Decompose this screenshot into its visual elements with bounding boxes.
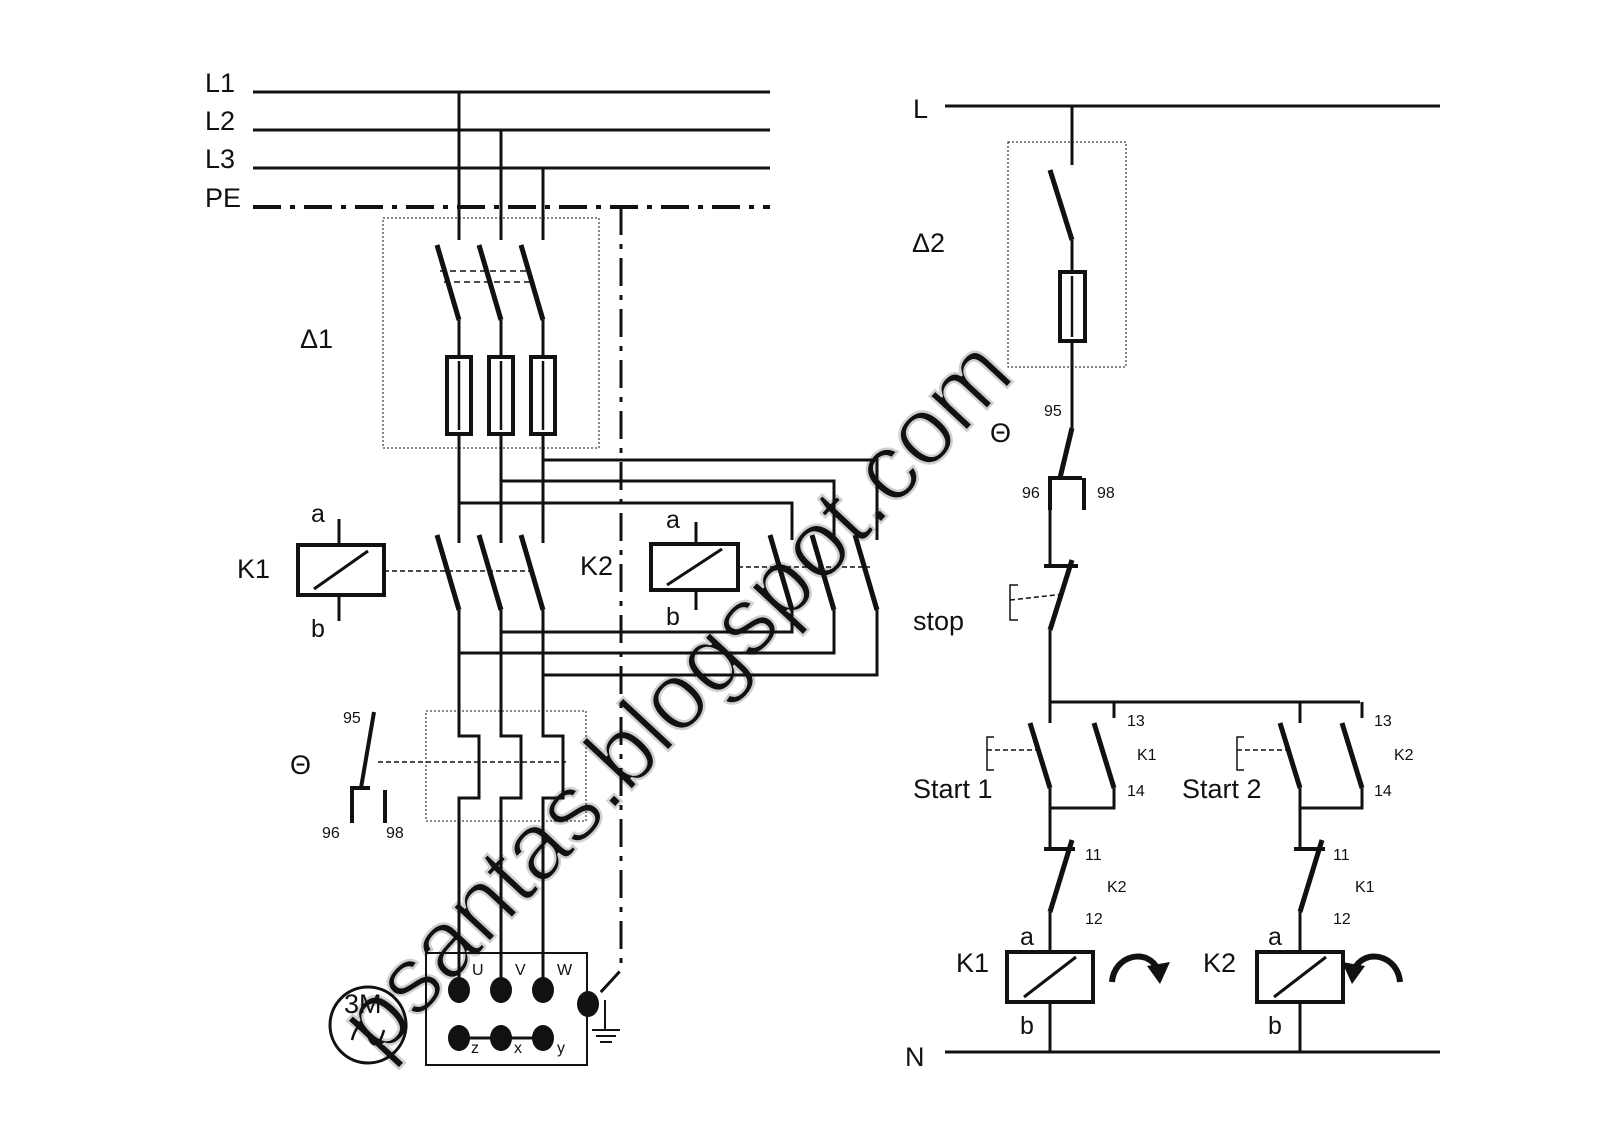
- k1-aux-tag-label: K1: [1137, 747, 1157, 764]
- overload-relay-label: Θ: [290, 750, 311, 780]
- motor-terminals: [448, 977, 599, 1051]
- breaker-q1-label: Δ1: [300, 324, 333, 354]
- control-k2-label: K2: [1203, 948, 1236, 978]
- contactor-k2-label: K2: [580, 551, 613, 581]
- k2-aux-tag-label: K2: [1394, 747, 1414, 764]
- k2-nc-12-label: 12: [1085, 911, 1103, 928]
- watermark: psantas.blogspot.com: [317, 318, 1032, 1074]
- k1-nc-11-label: 11: [1333, 847, 1350, 864]
- start2-label: Start 2: [1182, 774, 1262, 804]
- contactor-k2-main-contacts: [767, 534, 880, 611]
- bus-label-l1: L1: [205, 68, 235, 98]
- ctrl-ol-98-label: 98: [1097, 485, 1115, 502]
- overload-aux-contact: [350, 711, 387, 823]
- breaker-q2-contact: [1047, 169, 1075, 241]
- control-overload-label: Θ: [990, 418, 1011, 448]
- overload-nc-contact: [1057, 427, 1075, 479]
- terminal-v-label: V: [515, 962, 526, 979]
- control-circuit: [945, 104, 1440, 1054]
- start2-pushbutton-actuator: [1236, 736, 1244, 771]
- control-line-l-label: L: [913, 94, 928, 124]
- k1-aux-13-label: 13: [1127, 713, 1145, 730]
- contactor-k1-coil: [296, 543, 386, 597]
- ol-contact-95-label: 95: [343, 710, 361, 727]
- k2-top-wiring: [459, 458, 879, 540]
- contactor-k1-main-contacts: [434, 534, 546, 611]
- ctrl-ol-96-label: 96: [1022, 485, 1040, 502]
- k2-coil-b-label: b: [666, 603, 680, 631]
- terminal-x-label: x: [514, 1040, 522, 1057]
- ground-icon: [592, 1000, 620, 1043]
- control-k1-coil-a-label: a: [1020, 923, 1034, 951]
- control-line-n-label: N: [905, 1042, 925, 1072]
- terminal-w-label: W: [557, 962, 573, 979]
- motor-symbol: [328, 985, 408, 1065]
- k1-aux-14-label: 14: [1127, 783, 1145, 800]
- breaker-q2-label: Δ2: [912, 228, 945, 258]
- motor-label: 3M: [344, 989, 382, 1019]
- control-labels: L N Δ2 Θ 95 96 98 stop Start 1 Start 2 1…: [905, 94, 1414, 1072]
- k2-aux-13-label: 13: [1374, 713, 1392, 730]
- k1-coil-b-label: b: [311, 615, 325, 643]
- ol-contact-96-label: 96: [322, 825, 340, 842]
- k2-bottom-wiring: [459, 610, 879, 677]
- control-k1-label: K1: [956, 948, 989, 978]
- bus-label-l3: L3: [205, 144, 235, 174]
- start1-pushbutton-actuator: [986, 736, 994, 771]
- bus-label-pe: PE: [205, 183, 241, 213]
- contactor-k1-label: K1: [237, 554, 270, 584]
- terminal-u-label: U: [472, 962, 484, 979]
- terminal-y-label: y: [557, 1040, 565, 1057]
- k1-aux-no-contact: [1091, 722, 1117, 789]
- k1-nc-tag-label: K1: [1355, 879, 1375, 896]
- control-k2-coil-b-label: b: [1268, 1012, 1282, 1040]
- breaker-q1-enclosure: [382, 217, 600, 449]
- start1-contact: [1027, 722, 1053, 789]
- control-k1-coil-b-label: b: [1020, 1012, 1034, 1040]
- bus-label-l2: L2: [205, 106, 235, 136]
- k1-interlock-nc-contact: [1297, 839, 1325, 913]
- k1-coil-a-label: a: [311, 500, 325, 528]
- ctrl-ol-95-label: 95: [1044, 403, 1062, 420]
- rotation-counterclockwise-icon: [1342, 953, 1403, 984]
- start2-contact: [1277, 722, 1303, 789]
- start1-label: Start 1: [913, 774, 993, 804]
- overload-relay-enclosure: [425, 710, 587, 822]
- overload-heaters: [457, 726, 565, 808]
- power-circuit: [253, 90, 880, 1066]
- k2-aux-14-label: 14: [1374, 783, 1392, 800]
- k2-aux-no-contact: [1339, 722, 1365, 789]
- rotation-clockwise-icon: [1109, 953, 1170, 984]
- k2-nc-11-label: 11: [1085, 847, 1102, 864]
- k2-nc-tag-label: K2: [1107, 879, 1127, 896]
- pe-conductor: [598, 207, 623, 995]
- breaker-q2-enclosure: [1007, 141, 1127, 368]
- stop-pushbutton-actuator: [1009, 584, 1018, 621]
- k2-interlock-nc-contact: [1047, 839, 1075, 913]
- terminal-z-label: z: [471, 1040, 479, 1057]
- supply-bus: [253, 90, 770, 170]
- control-k2-coil-a-label: a: [1268, 923, 1282, 951]
- k2-coil-a-label: a: [666, 506, 680, 534]
- ac-wave-icon: [350, 1024, 386, 1046]
- power-labels: L1 L2 L3 PE Δ1 K1 a b K2 a b Θ 95 96 98 …: [205, 68, 680, 1057]
- ol-contact-98-label: 98: [386, 825, 404, 842]
- stop-label: stop: [913, 606, 964, 636]
- k1-nc-12-label: 12: [1333, 911, 1351, 928]
